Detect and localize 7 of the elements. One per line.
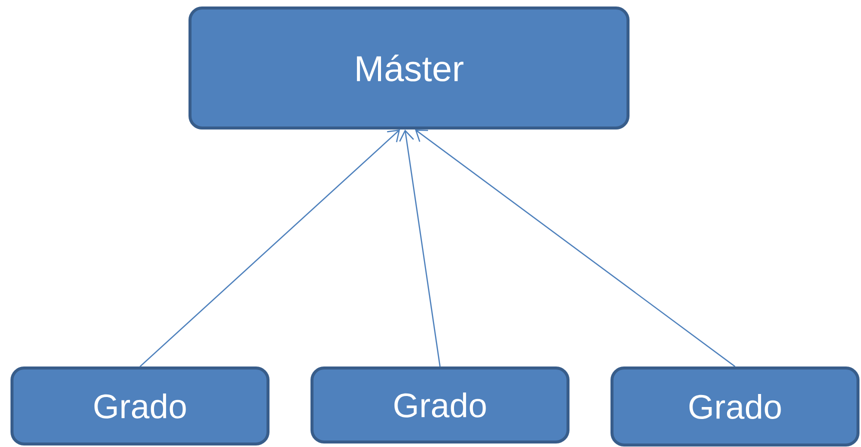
process-box: Máster bbox=[188, 6, 630, 130]
arrow bbox=[399, 130, 441, 367]
process-box: Grado bbox=[610, 366, 860, 446]
process-box: Grado bbox=[310, 366, 570, 444]
process-box: Grado bbox=[10, 366, 270, 446]
arrow bbox=[415, 130, 736, 367]
arrow bbox=[140, 130, 400, 367]
